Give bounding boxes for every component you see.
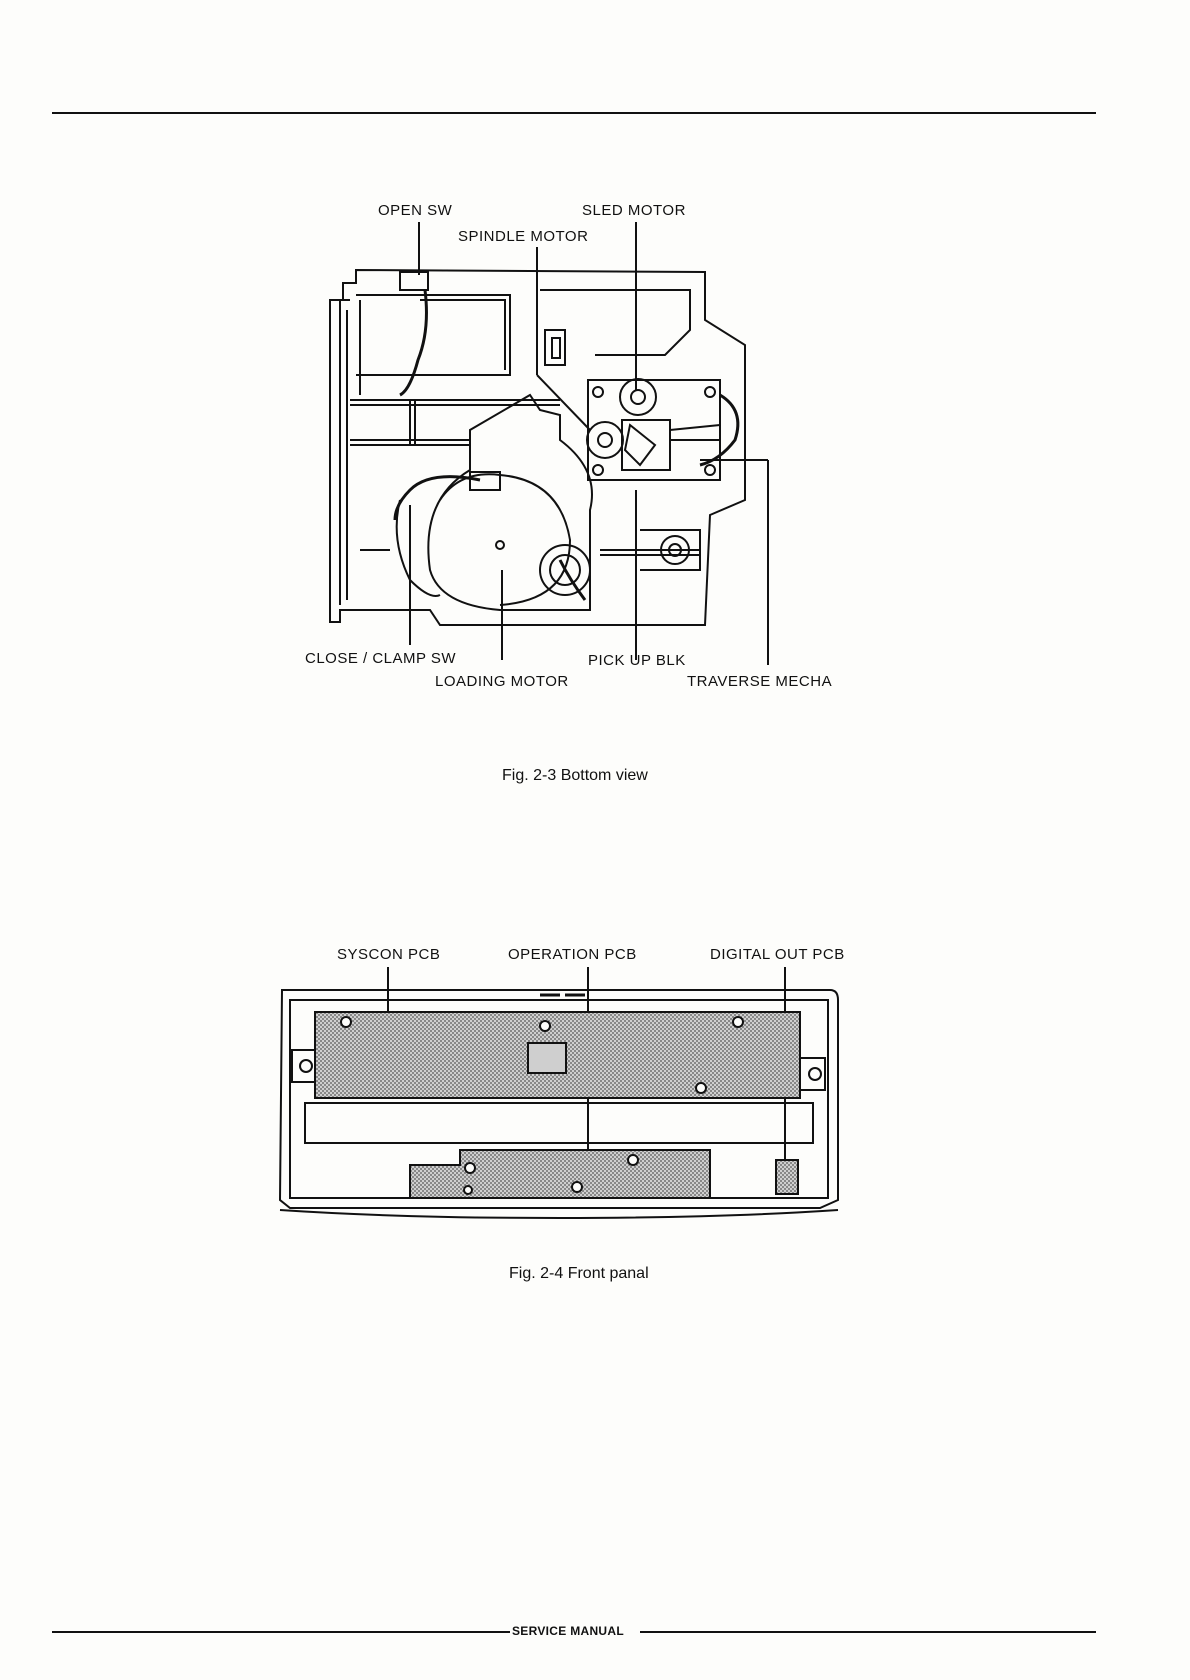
footer-title: SERVICE MANUAL: [512, 1624, 624, 1638]
footer-rule-left: [52, 1631, 510, 1633]
footer-rule-right: [640, 1631, 1096, 1633]
front-panel-drawing: [0, 0, 1190, 1300]
figure-4-caption: Fig. 2-4 Front panal: [509, 1265, 649, 1283]
